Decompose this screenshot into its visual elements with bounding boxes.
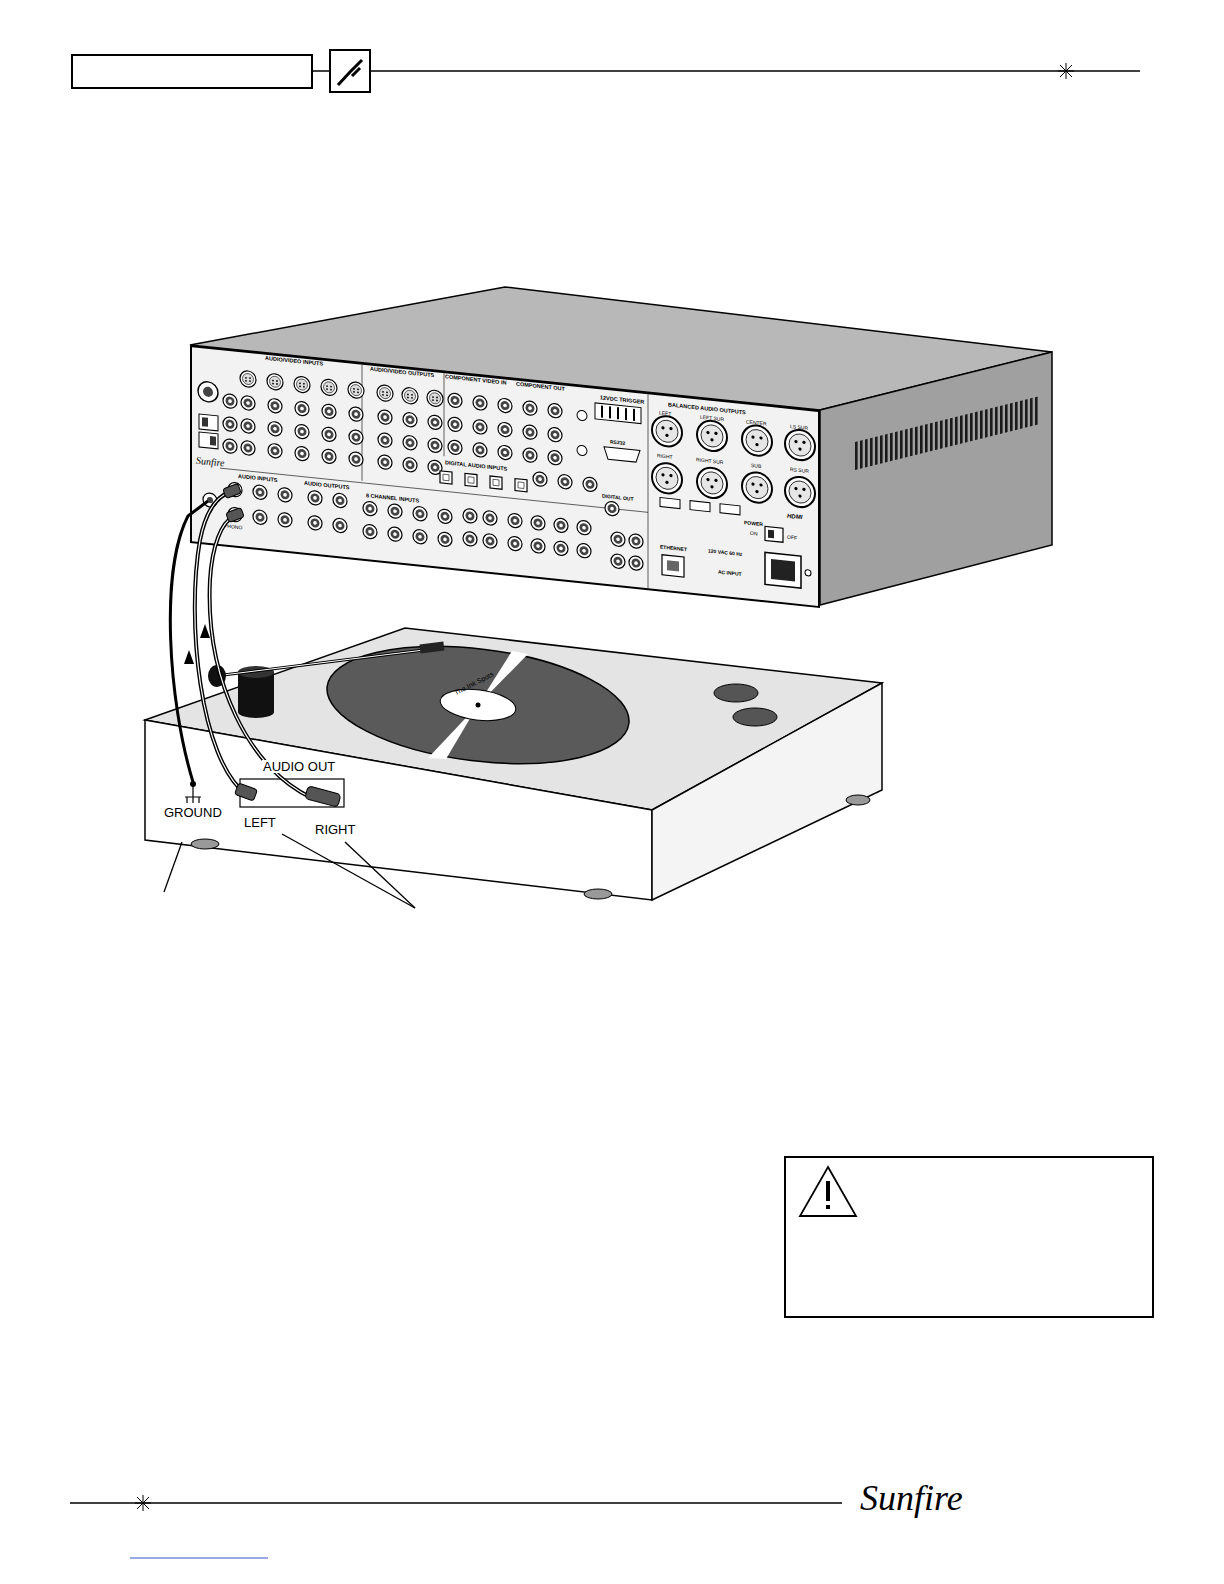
- power-switch: [768, 530, 774, 539]
- ethernet-port: [662, 555, 684, 577]
- tonearm: [215, 648, 440, 676]
- warning-triangle: [800, 1167, 856, 1216]
- speaker-terminal: [202, 417, 208, 427]
- receiver-side: [820, 352, 1052, 605]
- power-switch: [765, 526, 783, 542]
- speaker-terminal: [199, 414, 218, 431]
- connector-label: RIGHT: [314, 823, 356, 836]
- leader-line: [282, 834, 415, 908]
- ac-inlet: [765, 552, 801, 588]
- warning-mark: [826, 1205, 830, 1209]
- rca-plug: [223, 484, 241, 499]
- record-label: [438, 685, 517, 724]
- panel-divider: [648, 394, 649, 588]
- turntable-side: [652, 683, 882, 900]
- connector-label: AUDIO OUT: [262, 760, 336, 773]
- port-label: ON: [750, 531, 758, 537]
- header-icon: [338, 60, 362, 85]
- connector-label: GROUND: [163, 806, 223, 819]
- header-box: [72, 55, 312, 88]
- left-cable: [195, 492, 246, 794]
- caution-box: [785, 1157, 1153, 1317]
- tonearm: [215, 648, 440, 676]
- signal-arrow: [184, 650, 194, 664]
- ground-symbol: [185, 786, 201, 803]
- footer-rule: [70, 1502, 842, 1504]
- headshell: [419, 642, 444, 654]
- connector-label: LEFT: [243, 816, 277, 829]
- xlr-jacks: [652, 415, 815, 509]
- turntable-foot: [846, 795, 870, 805]
- tonearm-base: [238, 706, 274, 718]
- rs232-port: [604, 447, 640, 463]
- hdmi-port: [690, 501, 710, 512]
- record: [320, 631, 635, 779]
- jack-label: SUB: [751, 463, 761, 469]
- screw: [805, 570, 811, 577]
- ac-inlet: [771, 559, 795, 581]
- rca-plug: [226, 508, 244, 523]
- speaker-terminal: [210, 436, 216, 446]
- port-label: OFF: [787, 535, 797, 541]
- asterisk: [1058, 63, 1074, 79]
- link-underline: [130, 1557, 268, 1558]
- right-cable: [210, 517, 312, 798]
- leader-line: [164, 842, 182, 892]
- asterisk: [135, 1495, 151, 1511]
- turntable-foot: [584, 889, 612, 899]
- turntable-foot: [191, 839, 219, 849]
- speaker-terminal: [199, 432, 218, 449]
- video-jack: [198, 381, 218, 403]
- rca-plug: [235, 783, 258, 801]
- hdmi-port: [660, 498, 680, 509]
- button: [714, 684, 758, 702]
- trigger-pins: [602, 406, 634, 421]
- panel-face: [191, 346, 819, 607]
- spindle: [476, 703, 481, 708]
- button: [733, 708, 777, 726]
- receiver-vent: [855, 396, 1040, 470]
- header-rule: [370, 70, 1140, 72]
- hdmi-port: [720, 504, 740, 515]
- optical-inputs: [440, 471, 527, 492]
- right-cable: [210, 517, 312, 798]
- left-cable: [195, 492, 246, 794]
- brand-logo: Sunfire: [860, 1480, 963, 1516]
- signal-arrow: [200, 624, 210, 638]
- rca-plug: [305, 786, 341, 807]
- ground-wire: [170, 501, 208, 782]
- ir-jack: [577, 445, 587, 456]
- trigger-block: [595, 403, 641, 424]
- leader-line: [345, 842, 415, 908]
- rca-jacks: [223, 369, 643, 570]
- panel-divider: [444, 373, 445, 456]
- ir-jack: [577, 410, 587, 421]
- ethernet-port: [667, 560, 679, 571]
- header-rule: [312, 70, 330, 72]
- warning-mark: [826, 1181, 830, 1201]
- header-icon-box: [330, 50, 370, 92]
